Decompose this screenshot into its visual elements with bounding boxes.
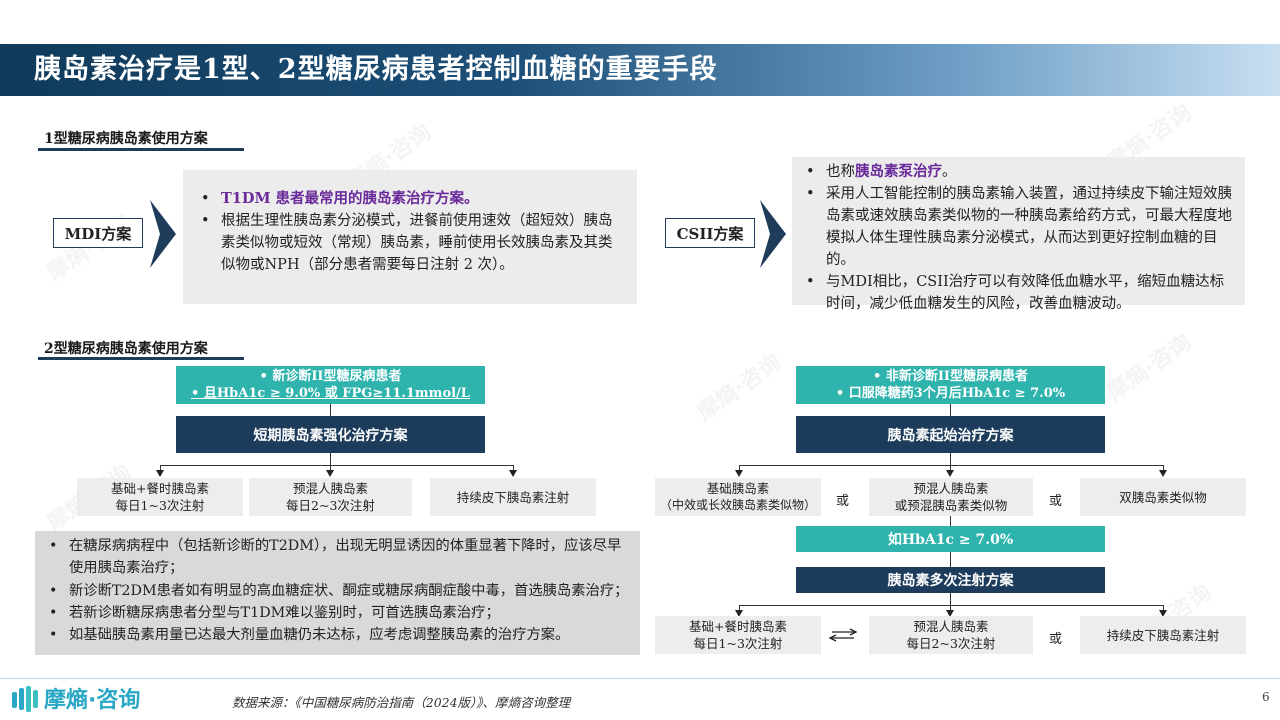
connector bbox=[160, 465, 513, 466]
connector bbox=[950, 593, 951, 605]
option-line: 基础+餐时胰岛素 bbox=[111, 481, 209, 496]
right-option-premixed-2: 预混人胰岛素 每日2~3次注射 bbox=[869, 616, 1033, 654]
connector bbox=[330, 404, 331, 416]
connector bbox=[950, 516, 951, 526]
connector bbox=[950, 605, 951, 611]
left-option-csii: 持续皮下胰岛素注射 bbox=[430, 478, 596, 516]
connector bbox=[330, 453, 331, 465]
option-line: 每日1~3次注射 bbox=[115, 498, 205, 513]
option-line: 基础+餐时胰岛素 bbox=[689, 619, 787, 634]
right-condition-2: • 口服降糖药3个月后HbA1c ≥ 7.0% bbox=[835, 386, 1066, 401]
company-logo-icon bbox=[12, 686, 38, 712]
or-label: 或 bbox=[1049, 494, 1063, 509]
left-option-basal-bolus: 基础+餐时胰岛素 每日1~3次注射 bbox=[77, 478, 243, 516]
left-option-premixed: 预混人胰岛素 每日2~3次注射 bbox=[249, 478, 412, 516]
arrow-down-icon bbox=[509, 470, 517, 477]
arrow-down-icon bbox=[735, 610, 743, 617]
or-label: 或 bbox=[1049, 632, 1063, 647]
mdi-bullet-2: 根据生理性胰岛素分泌模式，进餐前使用速效（超短效）胰岛素类似物或短效（常规）胰岛… bbox=[193, 210, 625, 276]
right-plan-box: 胰岛素起始治疗方案 bbox=[796, 416, 1105, 453]
right-option-basal-bolus: 基础+餐时胰岛素 每日1~3次注射 bbox=[655, 616, 821, 654]
left-plan-box: 短期胰岛素强化治疗方案 bbox=[176, 416, 485, 453]
mdi-bullet-1: T1DM 患者最常用的胰岛素治疗方案。 bbox=[193, 188, 625, 210]
right-option-basal: 基础胰岛素 （中效或长效胰岛素类似物） bbox=[655, 478, 821, 516]
connector bbox=[950, 465, 951, 471]
right-option-premixed: 预混人胰岛素 或预混胰岛素类似物 bbox=[869, 478, 1033, 516]
title-bar bbox=[0, 44, 1280, 96]
connector bbox=[739, 465, 1163, 466]
chevron-right-icon bbox=[150, 200, 176, 268]
option-line: 基础胰岛素 bbox=[706, 481, 770, 496]
arrow-down-icon bbox=[1159, 610, 1167, 617]
arrow-down-icon bbox=[946, 470, 954, 477]
mdi-description-box: T1DM 患者最常用的胰岛素治疗方案。 根据生理性胰岛素分泌模式，进餐前使用速效… bbox=[183, 170, 637, 304]
connector bbox=[739, 465, 740, 471]
note-item: 若新诊断糖尿病患者分型与T1DM难以鉴别时，可首选胰岛素治疗； bbox=[41, 602, 630, 625]
arrow-down-icon bbox=[326, 470, 334, 477]
option-line: （中效或长效胰岛素类似物） bbox=[659, 498, 816, 512]
section-label-type2: 2型糖尿病胰岛素使用方案 bbox=[44, 341, 208, 357]
company-logo-text: 摩熵·咨询 bbox=[44, 688, 141, 713]
arrow-down-icon bbox=[735, 470, 743, 477]
multi-injection-plan-box: 胰岛素多次注射方案 bbox=[796, 567, 1105, 593]
note-item: 如基础胰岛素用量已达最大剂量血糖仍未达标，应考虑调整胰岛素的治疗方案。 bbox=[41, 624, 630, 647]
section-label-type1: 1型糖尿病胰岛素使用方案 bbox=[44, 131, 208, 147]
right-option-dual-analog: 双胰岛素类似物 bbox=[1080, 478, 1246, 516]
connector bbox=[513, 465, 514, 471]
chevron-right-icon bbox=[760, 200, 786, 268]
option-line: 或预混胰岛素类似物 bbox=[894, 498, 1008, 513]
or-label: 或 bbox=[836, 494, 850, 509]
hba1c-condition-box: 如HbA1c ≥ 7.0% bbox=[796, 526, 1105, 552]
watermark: 摩熵·咨询 bbox=[692, 350, 787, 426]
csii-bullet-2: 采用人工智能控制的胰岛素输入装置，通过持续皮下输注短效胰岛素或速效胰岛素类似物的… bbox=[798, 183, 1235, 271]
section-underline bbox=[38, 148, 244, 151]
option-line: 预混人胰岛素 bbox=[292, 481, 368, 496]
connector bbox=[160, 465, 161, 471]
right-condition-box: • 非新诊断II型糖尿病患者 • 口服降糖药3个月后HbA1c ≥ 7.0% bbox=[796, 366, 1105, 404]
swap-arrows-icon bbox=[828, 628, 858, 642]
option-line: 预混人胰岛素 bbox=[913, 481, 989, 496]
left-condition-box: • 新诊断II型糖尿病患者 • 且HbA1c ≥ 9.0% 或 FPG≥11.1… bbox=[176, 366, 485, 404]
option-line: 预混人胰岛素 bbox=[913, 619, 989, 634]
type2-notes-box: 在糖尿病病程中（包括新诊断的T2DM），出现无明显诱因的体重显著下降时，应该尽早… bbox=[35, 531, 640, 655]
note-item: 新诊断T2DM患者如有明显的高血糖症状、酮症或糖尿病酮症酸中毒，首选胰岛素治疗； bbox=[41, 580, 630, 603]
footer-divider bbox=[0, 678, 1280, 679]
arrow-down-icon bbox=[1159, 470, 1167, 477]
connector bbox=[1163, 465, 1164, 471]
csii-description-box: 也称胰岛素泵治疗。 采用人工智能控制的胰岛素输入装置，通过持续皮下输注短效胰岛素… bbox=[792, 157, 1245, 312]
left-condition-1: • 新诊断II型糖尿病患者 bbox=[259, 369, 402, 384]
section-underline bbox=[38, 357, 244, 360]
connector bbox=[330, 465, 331, 471]
option-line: 每日2~3次注射 bbox=[286, 498, 375, 513]
csii-bullet-3: 与MDI相比，CSII治疗可以有效降低血糖水平，缩短血糖达标时间，减少低血糖发生… bbox=[798, 271, 1235, 315]
mdi-scheme-label: MDI方案 bbox=[53, 218, 143, 248]
option-line: 每日1~3次注射 bbox=[693, 636, 783, 651]
note-item: 在糖尿病病程中（包括新诊断的T2DM），出现无明显诱因的体重显著下降时，应该尽早… bbox=[41, 535, 630, 580]
arrow-down-icon bbox=[946, 610, 954, 617]
connector bbox=[950, 552, 951, 567]
arrow-down-icon bbox=[156, 470, 164, 477]
connector bbox=[1163, 605, 1164, 611]
csii-bullet-1: 也称胰岛素泵治疗。 bbox=[798, 161, 1235, 183]
option-line: 每日2~3次注射 bbox=[906, 636, 996, 651]
page-number: 6 bbox=[1262, 690, 1270, 704]
right-condition-1: • 非新诊断II型糖尿病患者 bbox=[873, 369, 1028, 384]
watermark: 摩熵·咨询 bbox=[1102, 330, 1197, 406]
connector bbox=[950, 453, 951, 465]
page-title: 胰岛素治疗是1型、2型糖尿病患者控制血糖的重要手段 bbox=[34, 54, 718, 85]
csii-scheme-label: CSII方案 bbox=[665, 218, 755, 248]
connector bbox=[739, 605, 1163, 606]
data-source: 数据来源：《中国糖尿病防治指南（2024版）》、摩熵咨询整理 bbox=[232, 695, 571, 710]
left-condition-2: • 且HbA1c ≥ 9.0% 或 FPG≥11.1mmol/L bbox=[191, 386, 470, 401]
connector bbox=[739, 605, 740, 611]
connector bbox=[950, 404, 951, 416]
right-option-csii: 持续皮下胰岛素注射 bbox=[1080, 616, 1246, 654]
